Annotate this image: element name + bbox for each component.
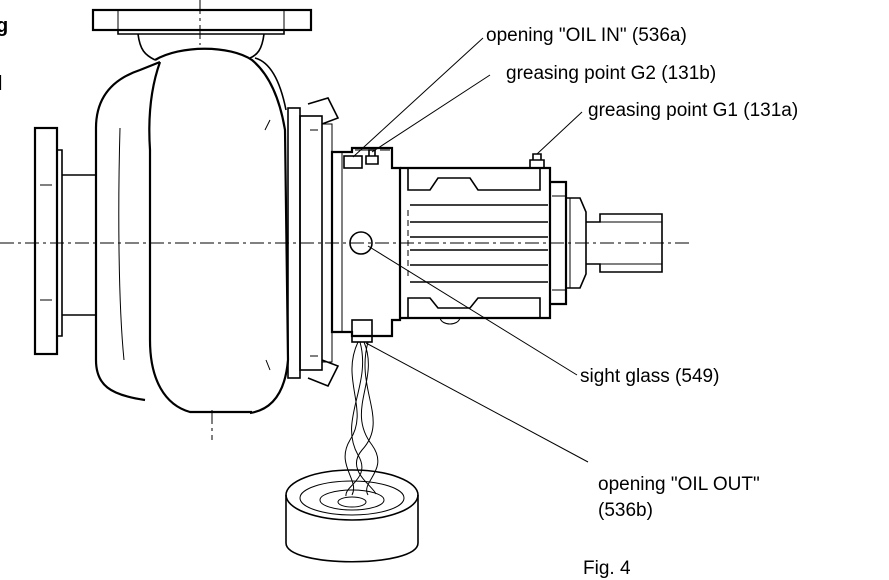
leader-g2 [371,74,491,153]
leader-sight-glass [367,245,578,376]
leader-oil-out [365,342,589,463]
label-oil-out-line2: (536b) [598,500,653,521]
volute-casing [94,47,290,415]
label-sight-glass: sight glass (549) [580,366,720,387]
oil-stream [344,341,379,497]
bearing-bracket [330,146,402,343]
suction-flange [33,126,97,356]
bearing-cover [550,180,587,306]
label-oil-in: opening "OIL IN" (536a) [486,25,687,46]
shaft-end [586,213,663,273]
leader-oil-in [352,37,484,158]
label-greasing-point-g2: greasing point G2 (131b) [506,63,717,84]
sight-glass [349,231,373,255]
leader-lines [352,37,589,463]
label-greasing-point-g1: greasing point G1 (131a) [588,100,799,121]
oil-collecting-tray [285,469,419,563]
leader-g1 [536,111,583,155]
discharge-flange [91,8,313,61]
label-oil-out-line1: opening "OIL OUT" [598,474,760,495]
bearing-housing [400,153,552,325]
cropped-text-fragment-1: g [0,15,9,37]
cropped-text-fragment-2: l [0,73,3,95]
casing-cover [287,97,340,388]
figure-caption: Fig. 4 [583,558,631,579]
cooling-fins [410,204,548,283]
